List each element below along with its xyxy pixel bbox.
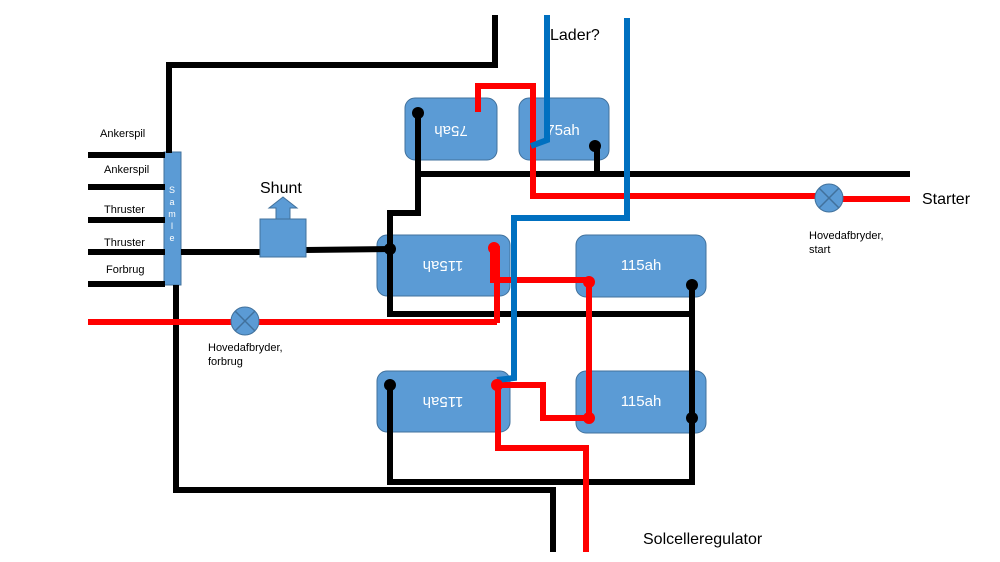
negative-terminals <box>384 107 698 424</box>
battery-label: 75ah <box>546 122 579 139</box>
wire-75-to-115 <box>387 183 421 250</box>
switch-forbrug <box>230 306 260 336</box>
bus-bar-letter: S <box>169 185 175 195</box>
battery-115ah-mid-left: 115ah <box>376 234 511 297</box>
wire-low-pos <box>497 382 589 421</box>
bus-bar-letter: e <box>169 233 174 243</box>
battery-115ah-mid-right: 115ah <box>575 234 707 298</box>
label-starter: Starter <box>922 191 971 208</box>
bus-bar-letter: a <box>169 197 174 207</box>
switch-start <box>814 183 844 213</box>
label-switch-forbrug-2: forbrug <box>208 356 243 368</box>
terminal-dot <box>491 379 503 391</box>
positive-terminals <box>488 242 595 424</box>
label-switch-start-1: Hovedafbryder, <box>809 230 884 242</box>
terminal-dot <box>583 412 595 424</box>
load-label: Ankerspil <box>104 164 149 176</box>
terminal-dot <box>686 279 698 291</box>
load-label: Thruster <box>104 204 145 216</box>
wire-mid-pos <box>490 246 592 418</box>
terminal-dot <box>488 242 500 254</box>
arrow-up-icon <box>267 196 299 220</box>
battery-label: 115ah <box>621 393 662 410</box>
bus-bar-letter: m <box>168 209 176 219</box>
charger-wires <box>496 15 630 383</box>
battery-75ah-left: 75ah <box>404 97 498 161</box>
shunt <box>259 196 307 258</box>
load-label: Thruster <box>104 237 145 249</box>
label-lader: Lader? <box>550 27 600 44</box>
label-shunt: Shunt <box>260 180 302 197</box>
load-label: Forbrug <box>106 264 145 276</box>
terminal-dot <box>412 107 424 119</box>
wire-bus-solcelle <box>173 285 556 552</box>
terminal-dot <box>589 140 601 152</box>
terminal-dot <box>384 243 396 255</box>
label-switch-forbrug-1: Hovedafbryder, <box>208 342 283 354</box>
terminal-dot <box>686 412 698 424</box>
switch-cross-icon <box>818 187 840 209</box>
label-switch-start-2: start <box>809 244 830 256</box>
wire-solcelle-pos <box>495 385 589 552</box>
battery-label: 115ah <box>423 393 464 410</box>
terminal-dot <box>384 379 396 391</box>
label-solcelleregulator: Solcelleregulator <box>643 531 763 548</box>
battery-115ah-low-left: 115ah <box>376 370 511 433</box>
battery-label: 75ah <box>434 122 467 139</box>
wire-low-return <box>387 385 695 485</box>
bus-bar: S a m l e <box>163 151 182 286</box>
battery-label: 115ah <box>423 257 464 274</box>
battery-115ah-low-right: 115ah <box>575 370 707 434</box>
battery-label: 115ah <box>621 257 662 274</box>
wire-charger-right <box>496 18 630 383</box>
wire-shunt-battery <box>304 246 393 253</box>
switch-cross-icon <box>234 310 256 332</box>
wire-charger-left <box>529 15 550 149</box>
negative-wires <box>88 15 910 552</box>
load-label: Ankerspil <box>100 128 145 140</box>
terminal-dot <box>583 276 595 288</box>
bus-bar-letter: l <box>171 221 173 231</box>
wire-top-feed <box>166 15 498 153</box>
